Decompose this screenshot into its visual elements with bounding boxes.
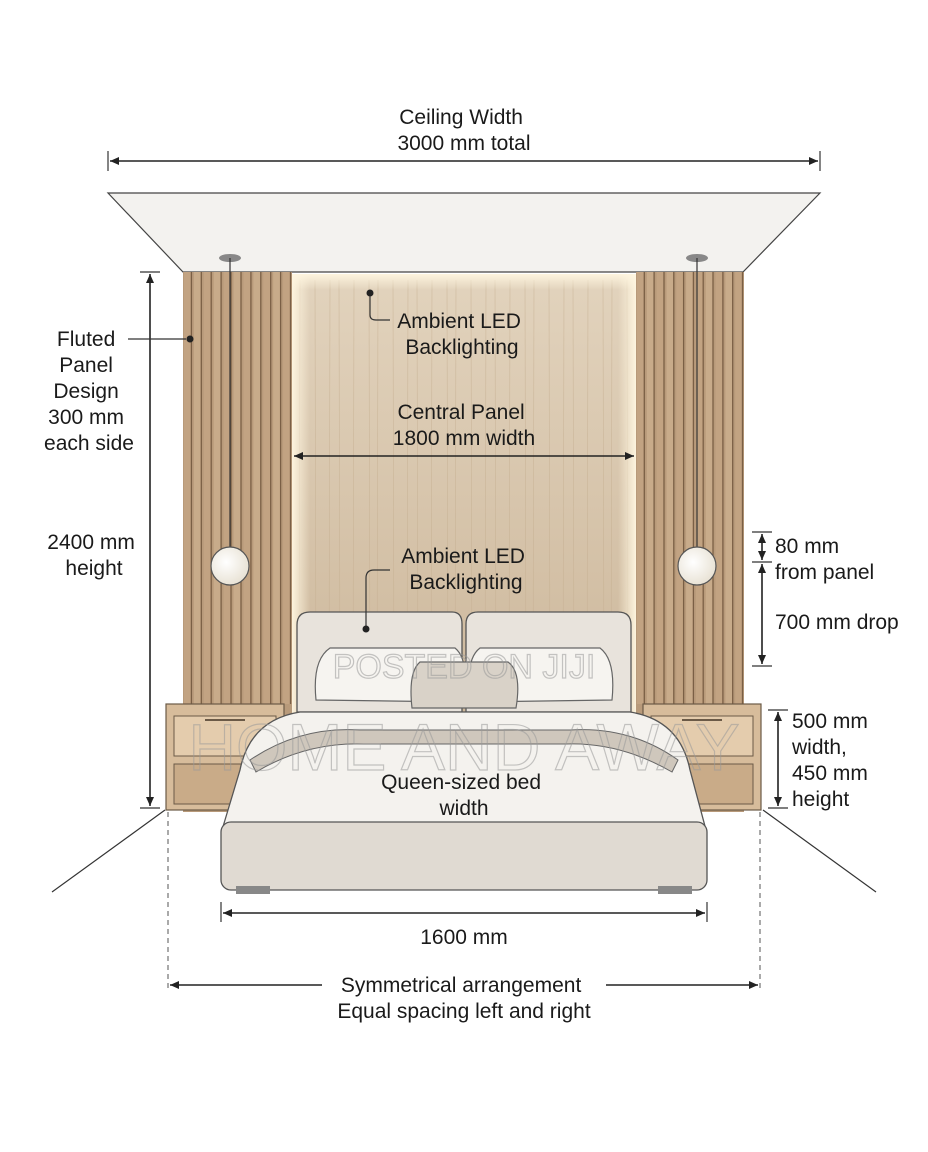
ambient-led-top-label: Ambient LED Backlighting	[397, 310, 527, 359]
height-label: 2400 mm height	[47, 531, 140, 580]
floor-line-right	[762, 809, 877, 893]
cushion	[410, 661, 519, 709]
flute-slat	[705, 272, 713, 704]
flute-slat	[637, 272, 644, 704]
bed-leg-right	[658, 886, 692, 894]
flute-slat	[233, 272, 241, 704]
flute-slat	[184, 272, 191, 704]
flute-slat	[203, 272, 211, 704]
flute-slat	[243, 272, 251, 704]
fluted-panel-leader-dot	[186, 335, 194, 343]
floor-line-left	[51, 809, 166, 893]
flute-slat	[725, 272, 733, 704]
fluted-panel-right-slats	[637, 272, 744, 704]
fluted-panel-left-slats	[184, 272, 292, 704]
watermark-main: HOME AND AWAY	[188, 710, 739, 784]
bed-width-label: 1600 mm	[420, 926, 508, 949]
flute-slat	[715, 272, 723, 704]
flute-slat	[735, 272, 742, 704]
central-panel-label: Central Panel 1800 mm width	[393, 401, 535, 450]
flute-slat	[695, 272, 703, 704]
flute-slat	[263, 272, 271, 704]
pendant-offset-label: 80 mm from panel	[775, 535, 874, 584]
flute-slat	[656, 272, 664, 704]
bed	[220, 611, 708, 894]
led-mid-leader-dot	[362, 625, 370, 633]
led-glow-top	[292, 274, 636, 290]
flute-slat	[253, 272, 261, 704]
pendant-drop-label: 700 mm drop	[775, 611, 899, 634]
led-top-leader-dot	[366, 289, 374, 297]
flute-slat	[283, 272, 290, 704]
flute-slat	[273, 272, 281, 704]
fluted-panel-label: Fluted Panel Design 300 mm each side	[44, 328, 134, 455]
flute-slat	[193, 272, 201, 704]
watermark-top: POSTED ON JIJI	[333, 648, 596, 686]
flute-slat	[686, 272, 693, 704]
flute-slat	[676, 272, 684, 704]
flute-slat	[213, 272, 221, 704]
ceiling-width-label: Ceiling Width 3000 mm total	[397, 106, 530, 155]
ambient-led-mid-label: Ambient LED Backlighting	[401, 545, 531, 594]
led-glow-left	[292, 274, 310, 714]
flute-slat	[666, 272, 674, 704]
bed-leg-left	[236, 886, 270, 894]
nightstand-label: 500 mm width, 450 mm height	[791, 710, 874, 811]
bed-label: Queen-sized bed width	[381, 771, 547, 820]
led-glow-right	[618, 274, 636, 714]
symmetry-label: Symmetrical arrangement Equal spacing le…	[337, 974, 590, 1023]
led-mid-leader	[365, 569, 390, 626]
flute-slat	[223, 272, 231, 704]
pendant-light-right	[677, 254, 717, 586]
led-top-leader	[369, 296, 390, 321]
flute-slat	[646, 272, 654, 704]
ceiling	[106, 192, 822, 273]
nightstand-left	[165, 703, 285, 811]
height-label-bg	[40, 528, 148, 584]
pendant-light-left	[210, 254, 250, 586]
bed-throw	[249, 729, 679, 773]
bed-frame	[220, 821, 708, 891]
